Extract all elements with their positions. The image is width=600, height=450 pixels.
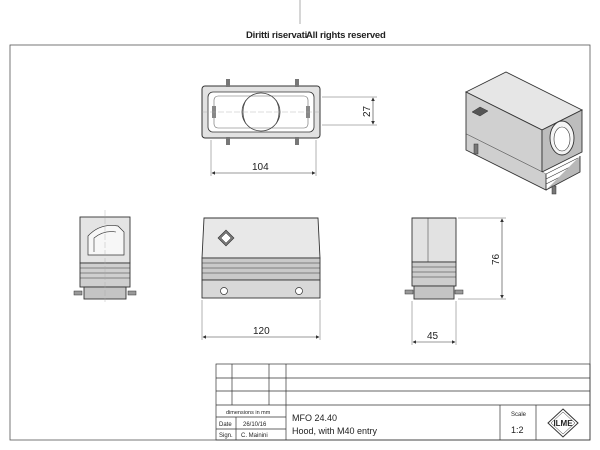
logo-text: ILME	[553, 419, 573, 428]
left-side-view	[73, 210, 137, 302]
right-side-view	[404, 217, 464, 300]
dim-side-height: 76	[491, 253, 502, 265]
ilme-logo: ILME	[547, 408, 579, 438]
date-value: 26/10/16	[243, 422, 267, 428]
dim-top-width: 104	[252, 162, 269, 173]
top-view	[201, 79, 321, 145]
date-label: Date	[219, 422, 232, 428]
sign-value: C. Mainini	[241, 433, 268, 439]
dim-side-width: 45	[427, 331, 439, 342]
units-label: dimensions in mm	[226, 410, 271, 416]
front-view	[201, 217, 321, 299]
dim-top-height: 27	[362, 105, 373, 117]
sign-label: Sign.	[219, 433, 233, 439]
rights-reserved-it: Diritti riservati	[246, 30, 308, 41]
rights-reserved-en: All rights reserved	[306, 30, 386, 41]
part-description: Hood, with M40 entry	[292, 426, 378, 436]
part-code: MFO 24.40	[292, 413, 337, 423]
dim-front-width: 120	[253, 326, 270, 337]
title-block	[215, 363, 591, 441]
isometric-view	[464, 71, 584, 195]
scale-value: 1:2	[511, 425, 524, 435]
scale-label: Scale	[511, 412, 527, 418]
